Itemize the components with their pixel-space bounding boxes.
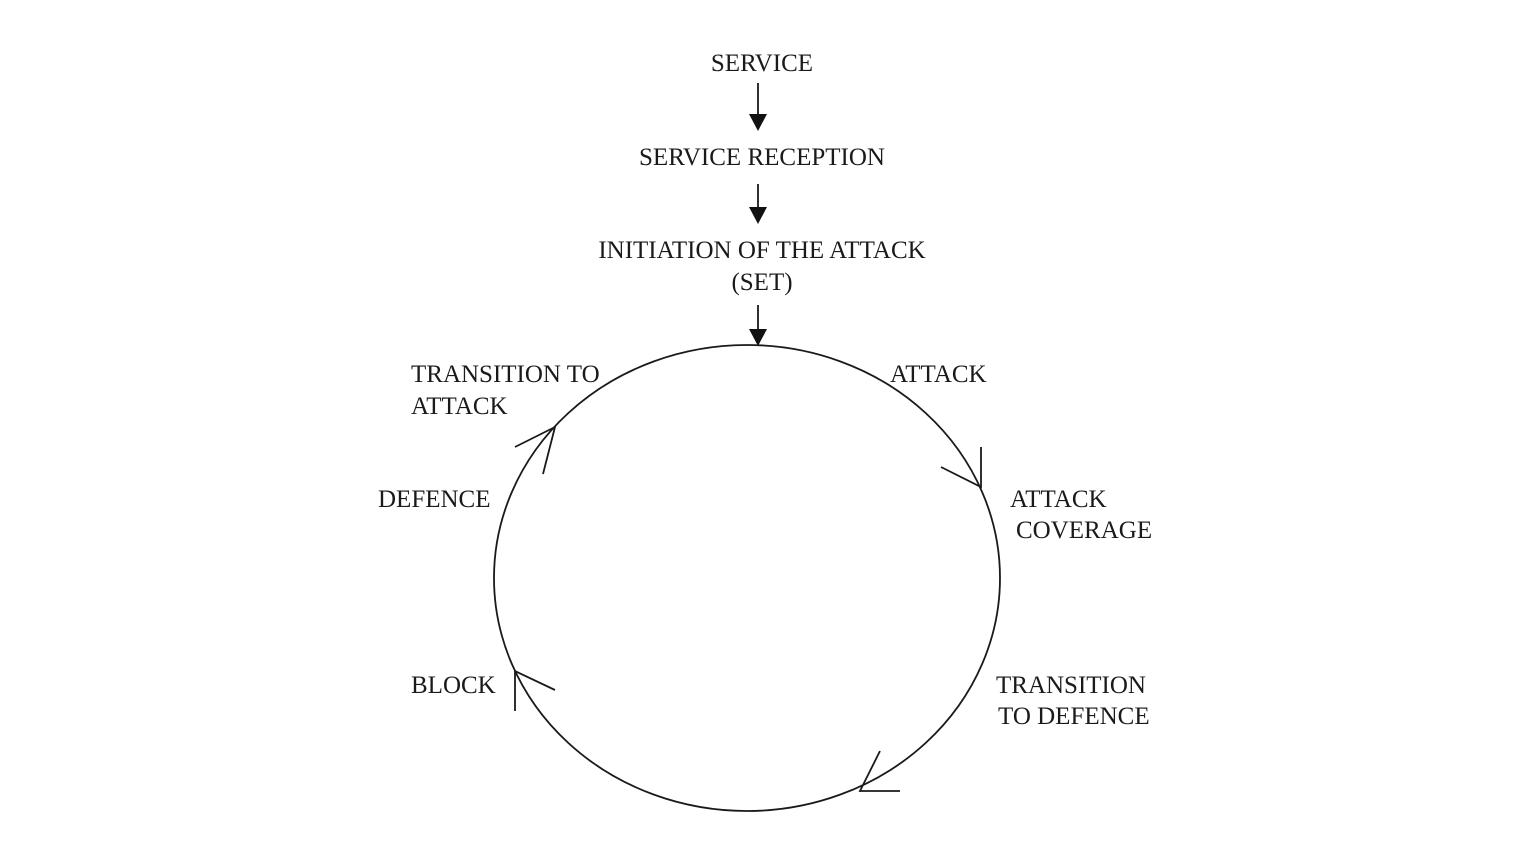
cycle-ellipse bbox=[493, 344, 1001, 812]
label-defence: DEFENCE bbox=[378, 486, 491, 513]
label-service-reception: SERVICE RECEPTION bbox=[639, 144, 885, 171]
label-transition-to-attack-line1: TRANSITION TO bbox=[411, 361, 600, 388]
label-attack-coverage-line2: COVERAGE bbox=[1016, 517, 1152, 544]
arrow-initiation-to-cycle bbox=[749, 305, 767, 346]
cycle-arrowhead-left-upper bbox=[514, 425, 557, 475]
label-transition-to-attack-line2: ATTACK bbox=[411, 393, 508, 420]
label-attack: ATTACK bbox=[890, 361, 987, 388]
label-initiation-line1: INITIATION OF THE ATTACK bbox=[598, 237, 925, 264]
label-service: SERVICE bbox=[711, 50, 813, 77]
cycle-arrowhead-left-lower bbox=[514, 669, 556, 711]
arrow-service-to-reception bbox=[749, 83, 767, 131]
label-transition-to-defence-line1: TRANSITION bbox=[996, 672, 1146, 699]
label-initiation-line2: (SET) bbox=[731, 269, 792, 296]
label-attack-coverage-line1: ATTACK bbox=[1010, 486, 1107, 513]
label-transition-to-defence-line2: TO DEFENCE bbox=[998, 703, 1150, 730]
label-block: BLOCK bbox=[411, 672, 496, 699]
cycle-arrowhead-right-upper bbox=[940, 447, 982, 489]
arrow-reception-to-initiation bbox=[749, 184, 767, 224]
cycle-arrowhead-bottom-right bbox=[858, 750, 900, 792]
